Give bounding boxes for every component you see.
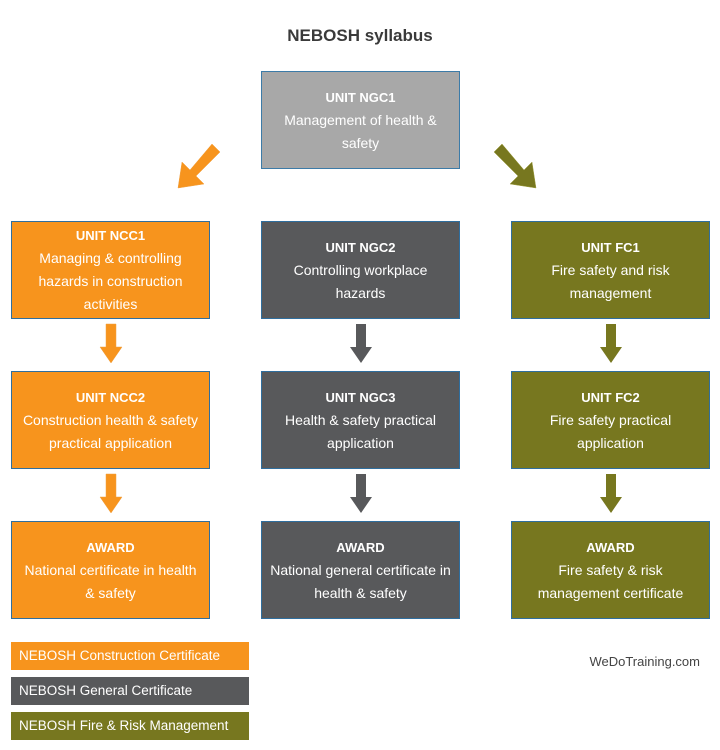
unit-ncc2-box: UNIT NCC2 Construction health & safety p… [11, 371, 210, 469]
award-general-body: National general certificate in health &… [270, 561, 451, 601]
award-construction-box: AWARD National certificate in health & s… [11, 521, 210, 619]
arrow-down-icon [350, 474, 372, 513]
unit-ngc2-body: Controlling workplace hazards [293, 261, 428, 301]
unit-fc2-body: Fire safety practical application [549, 411, 672, 451]
unit-ngc2-title: UNIT NGC2 [325, 239, 396, 255]
arrow-down-icon [600, 324, 622, 363]
unit-ngc2-box: UNIT NGC2 Controlling workplace hazards [261, 221, 460, 319]
award-general-title: AWARD [336, 539, 385, 555]
unit-fc2-box: UNIT FC2 Fire safety practical applicati… [511, 371, 710, 469]
award-fire-body: Fire safety & risk management certificat… [537, 561, 684, 601]
legend-construction: NEBOSH Construction Certificate [11, 642, 249, 670]
unit-fc1-body: Fire safety and risk management [551, 261, 670, 301]
unit-ngc1-box: UNIT NGC1 Management of health & safety [261, 71, 460, 169]
unit-ncc1-title: UNIT NCC1 [75, 228, 146, 243]
award-fire-title: AWARD [586, 539, 635, 555]
unit-ngc3-body: Health & safety practical application [285, 411, 436, 451]
award-construction-title: AWARD [86, 539, 135, 555]
unit-ncc2-title: UNIT NCC2 [75, 389, 146, 405]
award-fire-box: AWARD Fire safety & risk management cert… [511, 521, 710, 619]
unit-ngc1-title: UNIT NGC1 [325, 89, 396, 105]
legend-general: NEBOSH General Certificate [11, 677, 249, 705]
brand-watermark: WeDoTraining.com [589, 654, 700, 669]
arrow-down-right-icon [493, 143, 537, 189]
unit-fc1-box: UNIT FC1 Fire safety and risk management [511, 221, 710, 319]
arrow-down-left-icon [177, 143, 221, 189]
unit-fc2-title: UNIT FC2 [581, 389, 640, 405]
unit-fc1-title: UNIT FC1 [581, 239, 640, 255]
unit-ncc1-body: Managing & controlling hazards in constr… [38, 250, 183, 312]
arrow-down-icon [99, 473, 123, 514]
unit-ncc1-box: UNIT NCC1 Managing & controlling hazards… [11, 221, 210, 319]
arrow-down-icon [600, 474, 622, 513]
award-construction-body: National certificate in health & safety [24, 561, 197, 601]
unit-ngc3-box: UNIT NGC3 Health & safety practical appl… [261, 371, 460, 469]
diagram-title: NEBOSH syllabus [287, 26, 433, 45]
award-general-box: AWARD National general certificate in he… [261, 521, 460, 619]
unit-ncc2-body: Construction health & safety practical a… [22, 411, 199, 451]
unit-ngc1-body: Management of health & safety [284, 111, 437, 151]
arrow-down-icon [99, 323, 123, 364]
arrow-down-icon [350, 324, 372, 363]
legend-fire-risk: NEBOSH Fire & Risk Management [11, 712, 249, 740]
unit-ngc3-title: UNIT NGC3 [325, 389, 396, 405]
